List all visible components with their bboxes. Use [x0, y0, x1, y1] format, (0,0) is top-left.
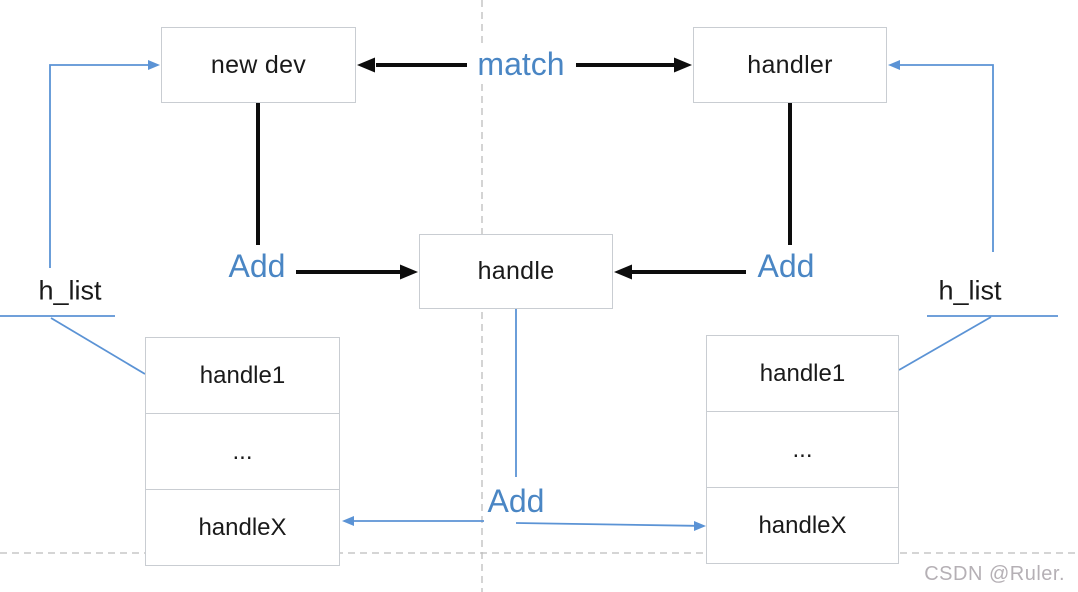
list-item: handle1: [707, 336, 898, 411]
add-right-arrow: [614, 264, 746, 280]
hlist-right-to-handler-arrow: [888, 60, 994, 252]
handle-list-left: handle1 ... handleX: [145, 337, 340, 566]
watermark-text: CSDN @Ruler.: [924, 563, 1065, 585]
add-label-bottom: Add: [487, 483, 545, 519]
hlist-left-to-newdev-arrow: [49, 60, 160, 268]
node-handle: handle: [419, 234, 613, 309]
match-label: match: [474, 48, 568, 80]
list-item: handleX: [146, 489, 339, 565]
hlist-right-diagonal: [898, 316, 992, 371]
add-label-right: Add: [757, 248, 815, 284]
match-arrow-right: [576, 57, 692, 73]
list-item: handle1: [146, 338, 339, 413]
add-bottom-left-arrow: [342, 516, 484, 526]
node-handler: handler: [693, 27, 887, 103]
hlist-label-left: h_list: [38, 275, 102, 306]
add-left-arrow: [296, 264, 418, 280]
match-arrow-left: [357, 57, 467, 73]
list-item: ...: [707, 411, 898, 487]
hlist-label-right: h_list: [938, 275, 1002, 306]
hlist-left-diagonal: [50, 317, 146, 375]
node-new-dev: new dev: [161, 27, 356, 103]
list-item: ...: [146, 413, 339, 489]
add-label-left: Add: [228, 248, 286, 284]
handle-list-right: handle1 ... handleX: [706, 335, 899, 564]
list-item: handleX: [707, 487, 898, 563]
add-bottom-right-arrow: [515, 521, 706, 531]
